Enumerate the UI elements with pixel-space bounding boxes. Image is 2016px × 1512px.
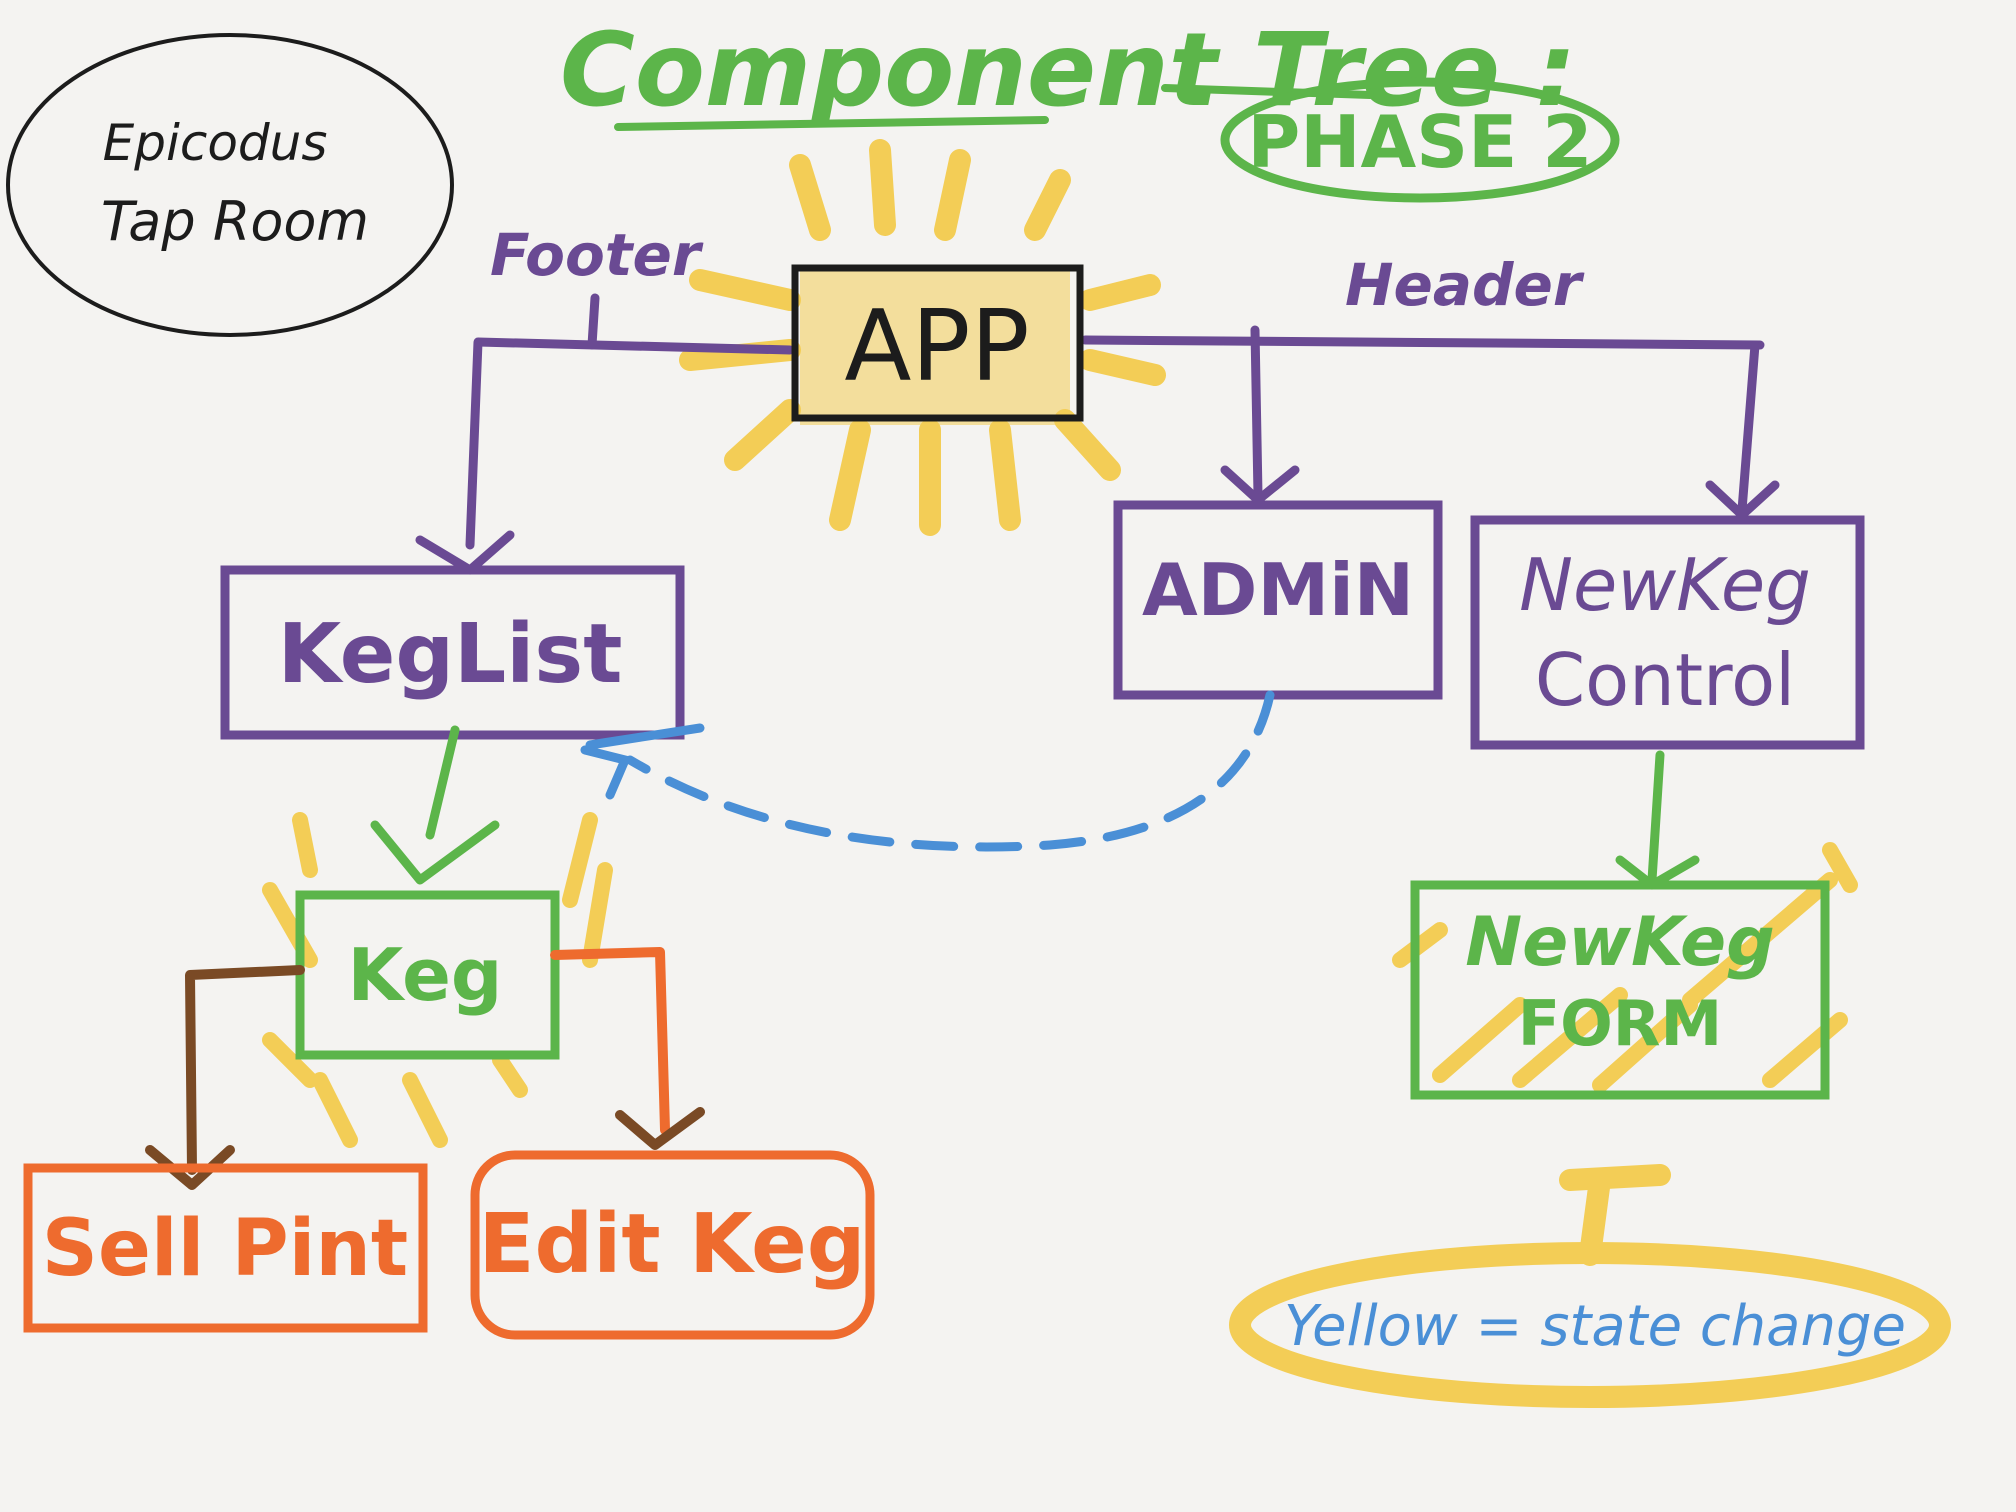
node-app-label: APP [844, 290, 1029, 404]
node-keg-label: Keg [348, 933, 503, 1017]
node-sell-pint-label: Sell Pint [42, 1204, 408, 1294]
title-block: Component Tree : PHASE 2 [560, 11, 1620, 203]
node-app: APP [791, 264, 1084, 422]
node-newkeg-form-line1: NewKeg [1465, 903, 1775, 982]
phase-label: PHASE 2 [1248, 100, 1593, 184]
node-keglist: KegList [220, 565, 685, 740]
project-name-line2: Tap Room [101, 190, 369, 253]
orange-connectors [145, 947, 705, 1190]
node-edit-keg-label: Edit Keg [479, 1197, 866, 1292]
app-sunburst [679, 139, 1166, 536]
purple-connectors [415, 293, 1780, 575]
phase-bubble [1220, 77, 1620, 203]
project-name-line1: Epicodus [103, 114, 328, 172]
diagram-title: Component Tree : [560, 11, 1576, 130]
blue-callback-arrow [580, 690, 1275, 852]
node-newkeg-form-line2: FORM [1518, 987, 1723, 1060]
node-newkeg-form: NewKeg FORM [1410, 880, 1830, 1100]
node-admin: ADMiN [1113, 500, 1443, 700]
node-sell-pint: Sell Pint [23, 1163, 428, 1333]
node-newkeg-control: NewKeg Control [1470, 515, 1865, 750]
node-edit-keg: Edit Keg [470, 1150, 875, 1340]
legend-swirl [1229, 1164, 1951, 1408]
node-newkeg-control-line1: NewKeg [1519, 543, 1811, 627]
node-newkeg-control-line2: Control [1535, 638, 1795, 722]
project-badge: Epicodus Tap Room [6, 33, 454, 337]
state-highlights [262, 139, 1951, 1408]
node-keglist-label: KegList [278, 607, 623, 702]
footer-label: Footer [490, 221, 704, 289]
header-label: Header [1345, 251, 1585, 319]
legend-text: Yellow = state change [1284, 1294, 1906, 1359]
keg-rays [262, 812, 613, 1148]
newkeg-form-hatch [1392, 842, 1858, 1093]
node-admin-label: ADMiN [1142, 548, 1414, 632]
